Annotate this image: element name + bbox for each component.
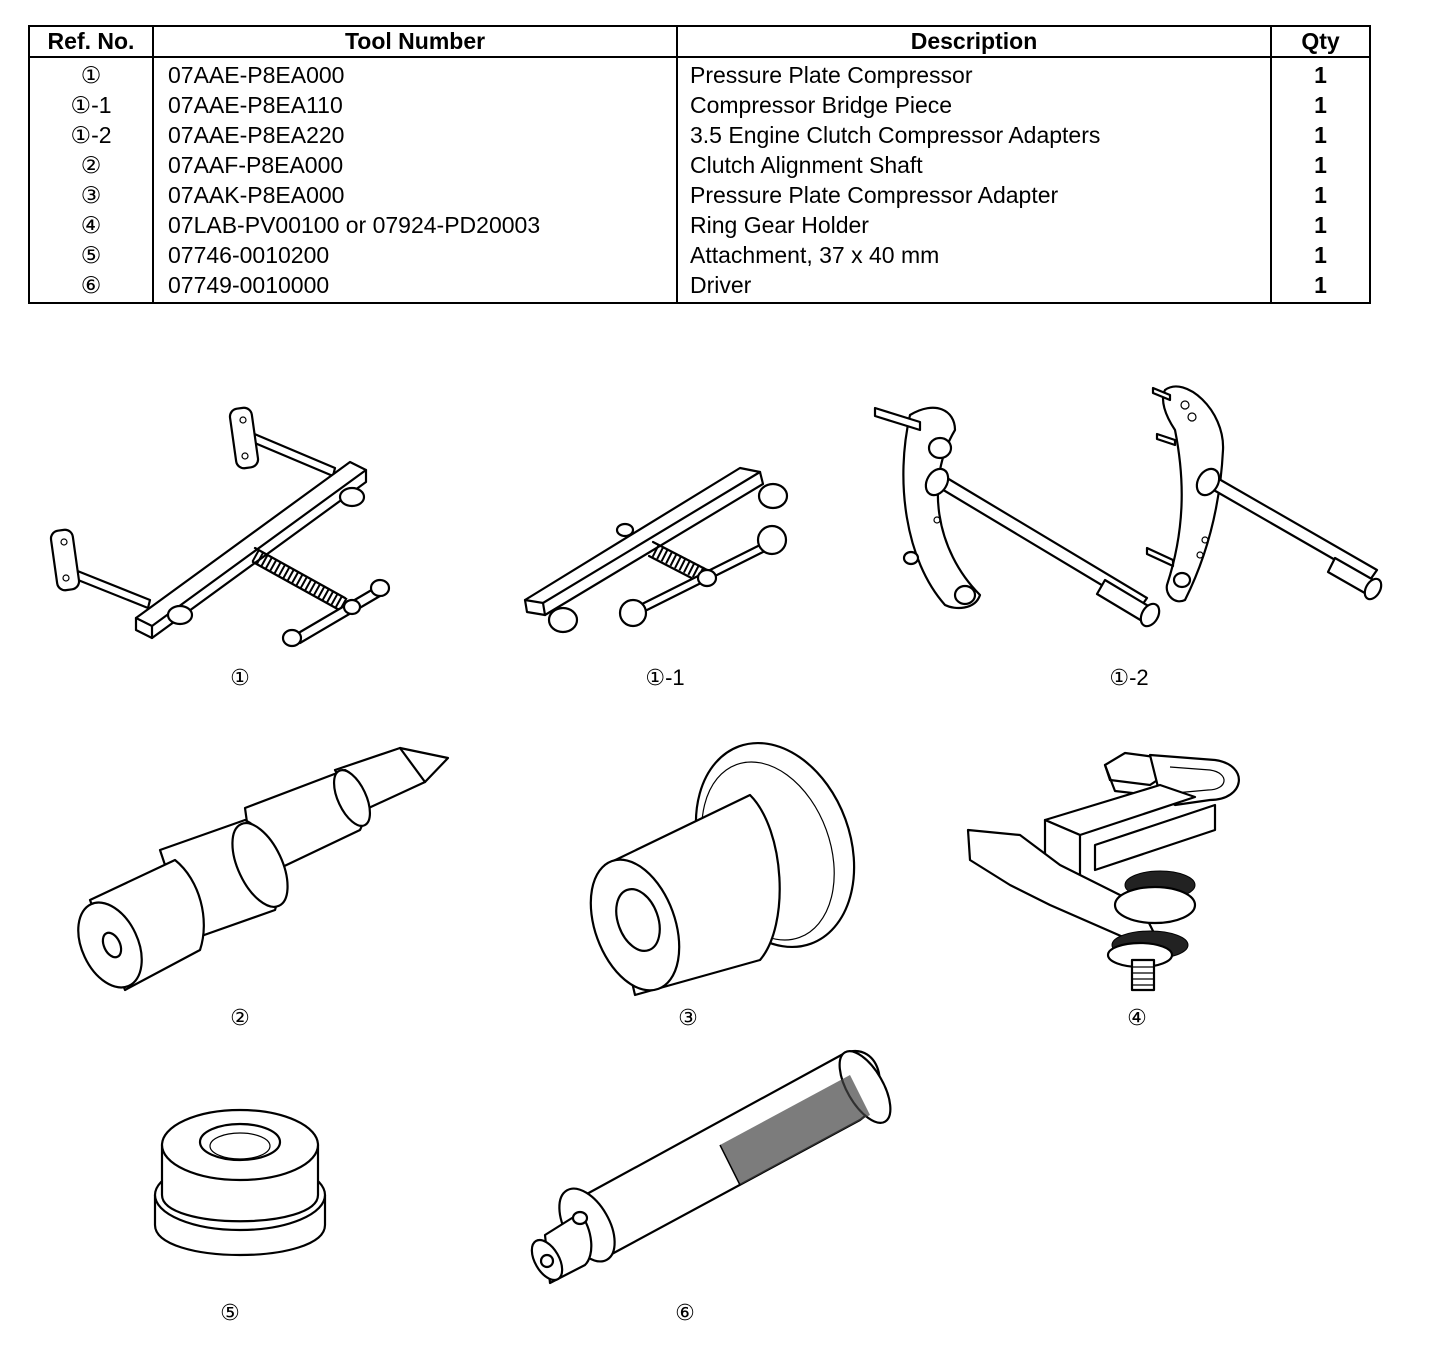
qty-cell: 1 bbox=[1270, 120, 1370, 150]
description-cell: Clutch Alignment Shaft bbox=[676, 150, 1271, 180]
qty-cell: 1 bbox=[1270, 180, 1370, 210]
description-cell: Pressure Plate Compressor bbox=[676, 57, 1271, 90]
table-row: ⑤ 07746-0010200 Attachment, 37 x 40 mm 1 bbox=[29, 240, 1370, 270]
tool-number-cell: 07AAF-P8EA000 bbox=[152, 150, 677, 180]
table-row: ①-2 07AAE-P8EA220 3.5 Engine Clutch Comp… bbox=[29, 120, 1370, 150]
figure-label: ② bbox=[230, 1005, 250, 1030]
figure-ring-gear-holder: ④ bbox=[960, 735, 1260, 1040]
header-description: Description bbox=[676, 26, 1271, 58]
figure-pressure-plate-compressor: ① bbox=[40, 400, 420, 700]
tool-number-cell: 07AAK-P8EA000 bbox=[152, 180, 677, 210]
ring-gear-holder-illustration-icon bbox=[966, 751, 1240, 992]
description-cell: 3.5 Engine Clutch Compressor Adapters bbox=[676, 120, 1271, 150]
description-cell: Driver bbox=[676, 270, 1271, 303]
description-cell: Attachment, 37 x 40 mm bbox=[676, 240, 1271, 270]
ref-cell: ① bbox=[80, 62, 102, 88]
table-row: ② 07AAF-P8EA000 Clutch Alignment Shaft 1 bbox=[29, 150, 1370, 180]
compressor-bridge-piece-illustration-icon bbox=[523, 466, 789, 634]
table-row: ①-1 07AAE-P8EA110 Compressor Bridge Piec… bbox=[29, 90, 1370, 120]
figure-clutch-compressor-adapters: ①-2 bbox=[865, 370, 1395, 700]
ref-cell: ⑥ bbox=[80, 272, 102, 298]
figure-compressor-bridge-piece: ①-1 bbox=[515, 400, 845, 700]
figure-label: ①-2 bbox=[1109, 665, 1149, 690]
qty-cell: 1 bbox=[1270, 90, 1370, 120]
description-cell: Pressure Plate Compressor Adapter bbox=[676, 180, 1271, 210]
ref-cell: ①-1 bbox=[70, 92, 112, 118]
figure-label: ⑥ bbox=[675, 1300, 695, 1325]
qty-cell: 1 bbox=[1270, 57, 1370, 90]
qty-cell: 1 bbox=[1270, 240, 1370, 270]
figure-label: ⑤ bbox=[220, 1300, 240, 1325]
table-row: ① 07AAE-P8EA000 Pressure Plate Compresso… bbox=[29, 57, 1370, 90]
ref-cell: ⑤ bbox=[80, 242, 102, 268]
figure-label: ④ bbox=[1127, 1005, 1147, 1030]
tool-number-cell: 07749-0010000 bbox=[152, 270, 677, 303]
tool-number-cell: 07AAE-P8EA220 bbox=[152, 120, 677, 150]
tool-number-cell: 07746-0010200 bbox=[152, 240, 677, 270]
pressure-plate-compressor-adapter-illustration-icon bbox=[589, 741, 856, 997]
clutch-alignment-shaft-illustration-icon bbox=[77, 746, 450, 992]
qty-cell: 1 bbox=[1270, 270, 1370, 303]
driver-illustration-icon bbox=[530, 1050, 892, 1285]
header-ref-no: Ref. No. bbox=[29, 26, 153, 58]
figure-pressure-plate-compressor-adapter: ③ bbox=[589, 735, 870, 1040]
attachment-illustration-icon bbox=[153, 1108, 327, 1257]
clutch-compressor-adapters-illustration-icon bbox=[873, 385, 1383, 628]
header-tool-number: Tool Number bbox=[152, 26, 677, 58]
description-cell: Compressor Bridge Piece bbox=[676, 90, 1271, 120]
qty-cell: 1 bbox=[1270, 150, 1370, 180]
figure-label: ① bbox=[230, 665, 250, 690]
table-row: ③ 07AAK-P8EA000 Pressure Plate Compresso… bbox=[29, 180, 1370, 210]
figure-attachment: ⑤ bbox=[150, 1100, 340, 1335]
ref-cell: ③ bbox=[80, 182, 102, 208]
qty-cell: 1 bbox=[1270, 210, 1370, 240]
table-header-row: Ref. No. Tool Number Description Qty bbox=[29, 26, 1370, 58]
figure-label: ①-1 bbox=[645, 665, 685, 690]
ref-cell: ①-2 bbox=[70, 122, 112, 148]
figure-driver: ⑥ bbox=[525, 1035, 900, 1335]
table-row: ⑥ 07749-0010000 Driver 1 bbox=[29, 270, 1370, 303]
special-tools-table: Ref. No. Tool Number Description Qty ① 0… bbox=[28, 25, 1371, 304]
ref-cell: ② bbox=[80, 152, 102, 178]
ref-cell: ④ bbox=[80, 212, 102, 238]
figure-label: ③ bbox=[678, 1005, 698, 1030]
tool-number-cell: 07AAE-P8EA110 bbox=[152, 90, 677, 120]
tool-number-cell: 07AAE-P8EA000 bbox=[152, 57, 677, 90]
table-row: ④ 07LAB-PV00100 or 07924-PD20003 Ring Ge… bbox=[29, 210, 1370, 240]
figure-clutch-alignment-shaft: ② bbox=[77, 740, 460, 1040]
tool-number-cell: 07LAB-PV00100 or 07924-PD20003 bbox=[152, 210, 677, 240]
header-qty: Qty bbox=[1270, 26, 1370, 58]
pressure-plate-compressor-illustration-icon bbox=[49, 406, 391, 648]
description-cell: Ring Gear Holder bbox=[676, 210, 1271, 240]
